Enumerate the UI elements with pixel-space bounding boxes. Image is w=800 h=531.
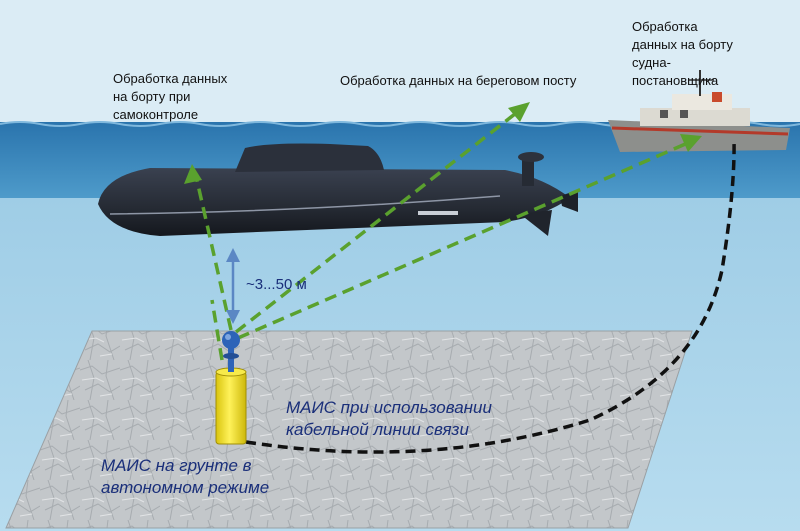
link-to-submarine [194,175,233,331]
distance-arrow [226,248,240,324]
link-to-ship [237,140,691,340]
label-ship-board: Обработка данных на борту судна- постано… [632,19,733,88]
seabed [5,330,693,529]
submarine [98,143,578,236]
arrowhead-submarine [184,164,202,184]
label-cable-mode: МАИС при использовании кабельной линии с… [286,398,492,439]
radio-links [194,108,691,361]
arrowhead-ship [680,134,702,152]
link-secondary [210,299,224,361]
label-distance: ~3...50 м [246,276,307,293]
link-to-shore [234,108,522,334]
label-autonomous-mode: МАИС на грунте в автономном режиме [101,456,270,497]
arrowhead-shore [508,102,530,122]
label-self-control: Обработка данных на борту при самоконтро… [113,71,228,122]
label-shore-post: Обработка данных на береговом посту [340,73,577,88]
maiss-device [215,331,247,445]
sky [0,0,800,126]
cable-line [245,139,736,454]
